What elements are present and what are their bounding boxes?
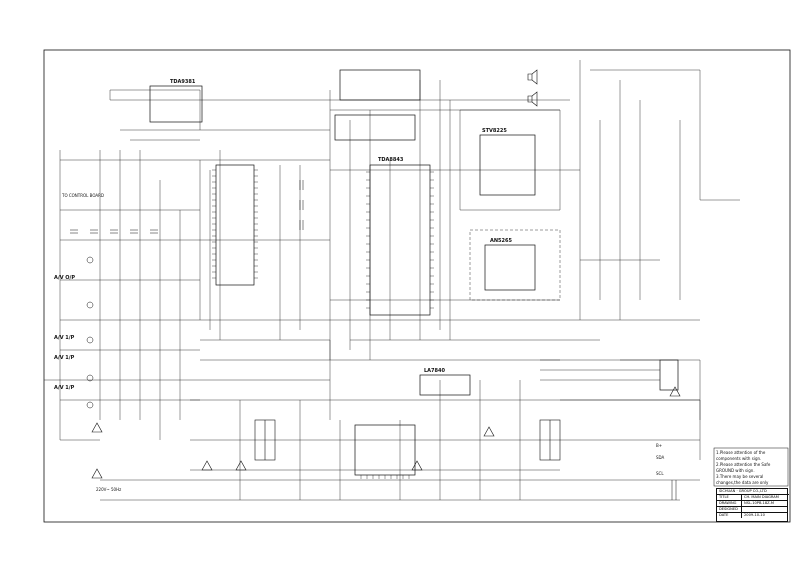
ic-tuner-block	[339, 69, 421, 101]
ic-top-block	[149, 85, 203, 123]
note-line: GROUND with sign.	[716, 468, 755, 473]
av-in3-label: A/V 1/P	[54, 385, 75, 391]
notes-box	[713, 447, 789, 487]
ic-lower-right	[484, 244, 536, 291]
note-line: 3.There may be several	[716, 474, 764, 479]
scl-label: SCL	[656, 471, 664, 476]
ic-top-label: TDA9381	[170, 79, 196, 85]
ic-upper-right-label: STV8225	[482, 128, 507, 134]
b-plus-label: B+	[656, 443, 663, 448]
ic-center-jungle	[369, 164, 431, 316]
component-marks	[70, 180, 677, 500]
transformers	[254, 419, 561, 461]
note-line: changes,the data are only	[716, 480, 769, 485]
note-line: 2.Please attention the Safe	[716, 462, 771, 467]
ic-lower-right-label: AN5265	[490, 238, 512, 244]
ic-center-label: TDA8843	[378, 157, 404, 163]
note-line: 1.Please attention of the	[716, 450, 766, 455]
av-in2-label: A/V 1/P	[54, 355, 75, 361]
control-board-label: TO CONTROL BOARD	[62, 193, 105, 198]
note-line: components with sign.	[716, 456, 762, 461]
connector-strip	[354, 424, 416, 476]
ic-main-processor	[215, 164, 255, 286]
ac-input-label: 220V~ 50Hz	[96, 487, 122, 492]
ic-bodies	[149, 69, 679, 476]
ic-audio-block	[334, 114, 416, 141]
sda-label: SDA	[656, 455, 665, 460]
title-block-row: DESIGNED	[717, 507, 787, 513]
ic-power-block	[419, 374, 471, 396]
speaker-icons	[527, 69, 538, 107]
pin-ticks	[212, 169, 434, 479]
warning-triangle-icons	[91, 386, 681, 479]
ic-upper-right	[479, 134, 536, 196]
notes-text: 1.Please attention of the components wit…	[716, 450, 786, 486]
wiring	[44, 60, 740, 501]
av-in1-label: A/V 1/P	[54, 335, 75, 341]
av-out-label: A/V O/P	[54, 275, 76, 281]
drawing-frame	[43, 49, 791, 523]
connector-right	[659, 359, 679, 391]
ic-power-label: LA7840	[424, 368, 445, 374]
title-block-company: SICHUAN · GROUP CO.,LTD	[717, 489, 789, 495]
